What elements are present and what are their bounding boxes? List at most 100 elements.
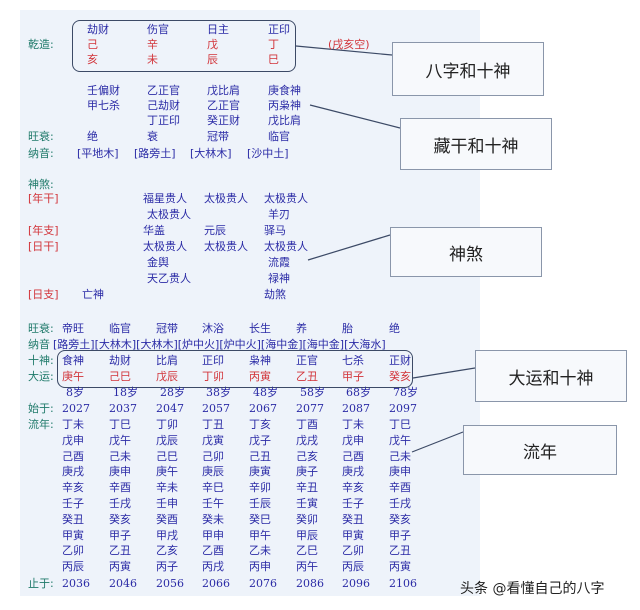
liunian-year: 壬辰: [249, 497, 271, 510]
liunian-year: 辛酉: [389, 481, 411, 495]
liunian-year: 己巳: [156, 449, 178, 463]
liunian-year: 丁未: [342, 418, 364, 431]
liunian-year: 庚申: [389, 465, 411, 479]
start-year: 2027: [62, 402, 90, 415]
hidden-stem: 乙正官: [207, 99, 240, 112]
liunian-label: 流年:: [28, 418, 54, 431]
liunian-year: 辛丑: [296, 481, 318, 495]
shensha-title: 神煞:: [28, 178, 54, 191]
dayun-pillar: 己巳: [109, 370, 131, 383]
natal-stem: 戊: [207, 38, 218, 51]
liunian-year: 戊午: [389, 433, 411, 447]
dayun-pillar: 丙寅: [249, 370, 271, 383]
natal-ten-god: 劫财: [87, 23, 109, 36]
liunian-year: 乙丑: [389, 544, 411, 558]
natal-ten-god: 伤官: [147, 23, 169, 36]
liunian-year: 庚戌: [342, 465, 364, 479]
end-year: 2046: [109, 577, 137, 590]
dayun-pillar: 癸亥: [389, 370, 411, 383]
dayun-age: 28岁: [160, 386, 185, 399]
dayun-pillar: 甲子: [342, 370, 364, 383]
wangshuai-value: 衰: [147, 130, 158, 143]
nayin-value: [沙中土]: [247, 147, 289, 160]
dayun-ten-gods-label: 十神:: [28, 354, 54, 367]
liunian-year: 乙酉: [202, 544, 224, 558]
liunian-year: 甲戌: [156, 528, 178, 542]
hidden-stem: 丙枭神: [268, 99, 301, 112]
liunian-year: 丙寅: [389, 560, 411, 574]
shensha-item: 太极贵人: [204, 192, 248, 205]
dayun-nayin: [路旁土][大林木][大林木][炉中火][炉中火][海中金][海中金][大海水]: [53, 338, 386, 351]
liunian-year: 己卯: [202, 449, 224, 463]
liunian-year: 壬戌: [109, 497, 131, 510]
natal-ten-god: 正印: [268, 23, 290, 36]
liunian-year: 辛未: [156, 481, 178, 495]
liunian-year: 丙戌: [202, 560, 224, 574]
liunian-year: 辛亥: [62, 481, 84, 495]
natal-branch: 未: [147, 53, 158, 66]
liunian-year: 壬子: [62, 497, 84, 510]
callout-shensha: 神煞: [390, 227, 542, 277]
wangshuai-value: 临官: [268, 130, 290, 143]
start-year: 2087: [342, 402, 370, 415]
dayun-age: 68岁: [346, 386, 371, 399]
liunian-year: 辛酉: [109, 481, 131, 495]
callout-liunian: 流年: [463, 425, 617, 475]
hidden-stem: 戊比肩: [207, 84, 240, 97]
dayun-age: 78岁: [393, 386, 418, 399]
liunian-year: 甲辰: [296, 528, 318, 542]
liunian-year: 己未: [389, 449, 411, 463]
dayun-age: 48岁: [253, 386, 278, 399]
shensha-item: 劫煞: [264, 288, 286, 301]
liunian-year: 甲申: [202, 528, 224, 542]
dayun-wangshuai: 胎: [342, 322, 353, 335]
shensha-item: 华盖: [143, 224, 165, 237]
callout-bazi-ten-gods: 八字和十神: [392, 42, 544, 96]
liunian-year: 庚申: [109, 465, 131, 479]
liunian-year: 丁亥: [249, 418, 271, 431]
natal-ten-god: 日主: [207, 23, 229, 36]
shensha-pillar-label: [年支]: [28, 224, 59, 237]
liunian-year: 己未: [109, 449, 131, 463]
liunian-year: 己丑: [249, 449, 271, 463]
end-year: 2106: [389, 577, 417, 590]
liunian-year: 丙辰: [62, 560, 84, 574]
liunian-year: 乙未: [249, 544, 271, 558]
dayun-pillar: 丁卯: [202, 370, 224, 383]
shensha-item: 太极贵人: [147, 208, 191, 221]
liunian-year: 癸亥: [109, 512, 131, 526]
dayun-pillar: 乙丑: [296, 370, 318, 383]
dayun-ten-god: 比肩: [156, 354, 178, 367]
natal-stem: 己: [87, 38, 98, 51]
dayun-age: 8岁: [66, 386, 84, 399]
start-year: 2077: [296, 402, 324, 415]
liunian-year: 癸亥: [389, 512, 411, 526]
liunian-year: 甲午: [249, 528, 271, 542]
dayun-age: 18岁: [113, 386, 138, 399]
natal-pillars-frame: [72, 20, 296, 72]
nayin-value: [路旁土]: [134, 147, 176, 160]
end-year: 2076: [249, 577, 277, 590]
dayun-ten-god: 正印: [202, 354, 224, 367]
dayun-ten-god: 食神: [62, 354, 84, 367]
liunian-year: 壬申: [156, 497, 178, 510]
wangshuai-value: 冠带: [207, 130, 229, 143]
dayun-ten-god: 正官: [296, 354, 318, 367]
dayun-pillar: 庚午: [62, 370, 84, 383]
shensha-pillar-label: [年干]: [28, 192, 59, 205]
dayun-age: 58岁: [300, 386, 325, 399]
liunian-year: 庚寅: [249, 465, 271, 479]
liunian-year: 乙丑: [109, 544, 131, 558]
liunian-year: 戊辰: [156, 433, 178, 447]
end-year: 2066: [202, 577, 230, 590]
shensha-item: 太极贵人: [204, 240, 248, 253]
hidden-stem: 甲七杀: [87, 99, 120, 112]
liunian-year: 丙辰: [342, 560, 364, 574]
shensha-item: 元辰: [204, 224, 226, 237]
liunian-year: 甲寅: [342, 528, 364, 542]
dayun-wangshuai: 长生: [249, 322, 271, 335]
liunian-year: 戊戌: [296, 433, 318, 447]
shensha-pillar-label: [日干]: [28, 240, 59, 253]
liunian-year: 丙子: [156, 560, 178, 574]
